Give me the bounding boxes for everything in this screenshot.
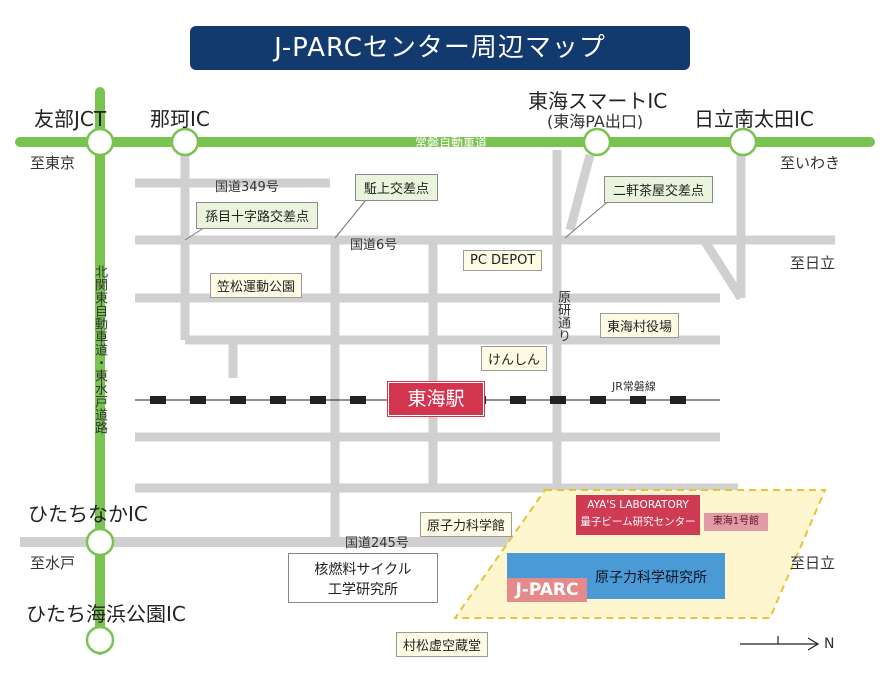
tokai-pa-label: (東海PA出口) [547, 112, 644, 131]
to-iwaki-label: 至いわき [780, 154, 841, 172]
kitakanto-expressway-label: 北関東自動車道・東水戸道路 [92, 265, 107, 434]
naka-ic-label: 那珂IC [150, 107, 210, 131]
nuclear-fuel-line1: 核燃料サイクル [314, 562, 412, 578]
joban-expressway-label: 常磐自動車道 [415, 136, 488, 150]
hitachinaka-ic-label: ひたちなかIC [28, 502, 148, 526]
hitachinaka-ic-marker [85, 527, 115, 557]
route-6-label: 国道6号 [350, 238, 398, 253]
tokai-smart-ic-marker [582, 127, 612, 157]
route-349-label: 国道349号 [215, 180, 279, 195]
tomobe-jct-label: 友部JCT [34, 107, 107, 131]
north-label: N [824, 636, 835, 652]
genshiryoku-kagakukan-label: 原子力科学館 [420, 512, 513, 537]
to-hitachi-label: 至日立 [790, 254, 836, 272]
muramatsu-temple-label: 村松虚空蔵堂 [396, 632, 489, 657]
nuclear-fuel-cycle-box: 核燃料サイクル 工学研究所 [288, 553, 438, 603]
niken-intersection-callout: 二軒茶屋交差点 [604, 176, 714, 203]
ic-markers [85, 127, 758, 655]
nuclear-fuel-line2: 工学研究所 [328, 582, 398, 598]
jaea-institute-box: 原子力科学研究所 [507, 553, 725, 599]
village-office-label: 東海村役場 [600, 313, 680, 338]
magome-intersection-callout: 孫目十字路交差点 [196, 202, 319, 229]
to-hitachi-south-label: 至日立 [790, 554, 836, 572]
jaea-label: 原子力科学研究所 [595, 570, 707, 586]
naka-ic-marker [170, 127, 200, 157]
to-tokyo-label: 至東京 [30, 154, 76, 172]
pc-depot-label: PC DEPOT [463, 250, 543, 271]
expressways [15, 87, 875, 655]
kasamatsu-park-label: 笠松運動公園 [210, 273, 303, 298]
kenshin-label: けんしん [481, 346, 548, 371]
aya-line1: AYA'S LABORATORY [587, 499, 689, 511]
haraken-dori-label: 原研通り [555, 290, 570, 342]
aya-laboratory-box: AYA'S LABORATORY 量子ビーム研究センター [576, 495, 700, 535]
map-title: J-PARCセンター周辺マップ [190, 26, 690, 70]
to-mito-label: 至水戸 [30, 554, 76, 572]
route-245-label: 国道245号 [345, 536, 409, 551]
north-arrow [740, 636, 820, 651]
local-roads [135, 150, 835, 580]
aya-line2: 量子ビーム研究センター [580, 516, 696, 528]
hitachi-minamiota-ic-marker [728, 127, 758, 157]
tomobe-jct-marker [85, 127, 115, 157]
uenoue-intersection-callout: 駈上交差点 [355, 174, 439, 201]
tokai-smart-ic-label: 東海スマートIC [528, 89, 668, 113]
tokai-1-building-label: 東海1号館 [704, 513, 768, 531]
jparc-label: J-PARC [507, 578, 587, 602]
hitachi-kaihin-ic-label: ひたち海浜公園IC [26, 602, 186, 626]
hitachi-minamiota-ic-label: 日立南太田IC [694, 107, 814, 131]
jr-joban-line-label: JR常磐線 [612, 380, 656, 393]
tokai-station: 東海駅 [387, 381, 485, 417]
hitachi-kaihin-ic-marker [85, 625, 115, 655]
